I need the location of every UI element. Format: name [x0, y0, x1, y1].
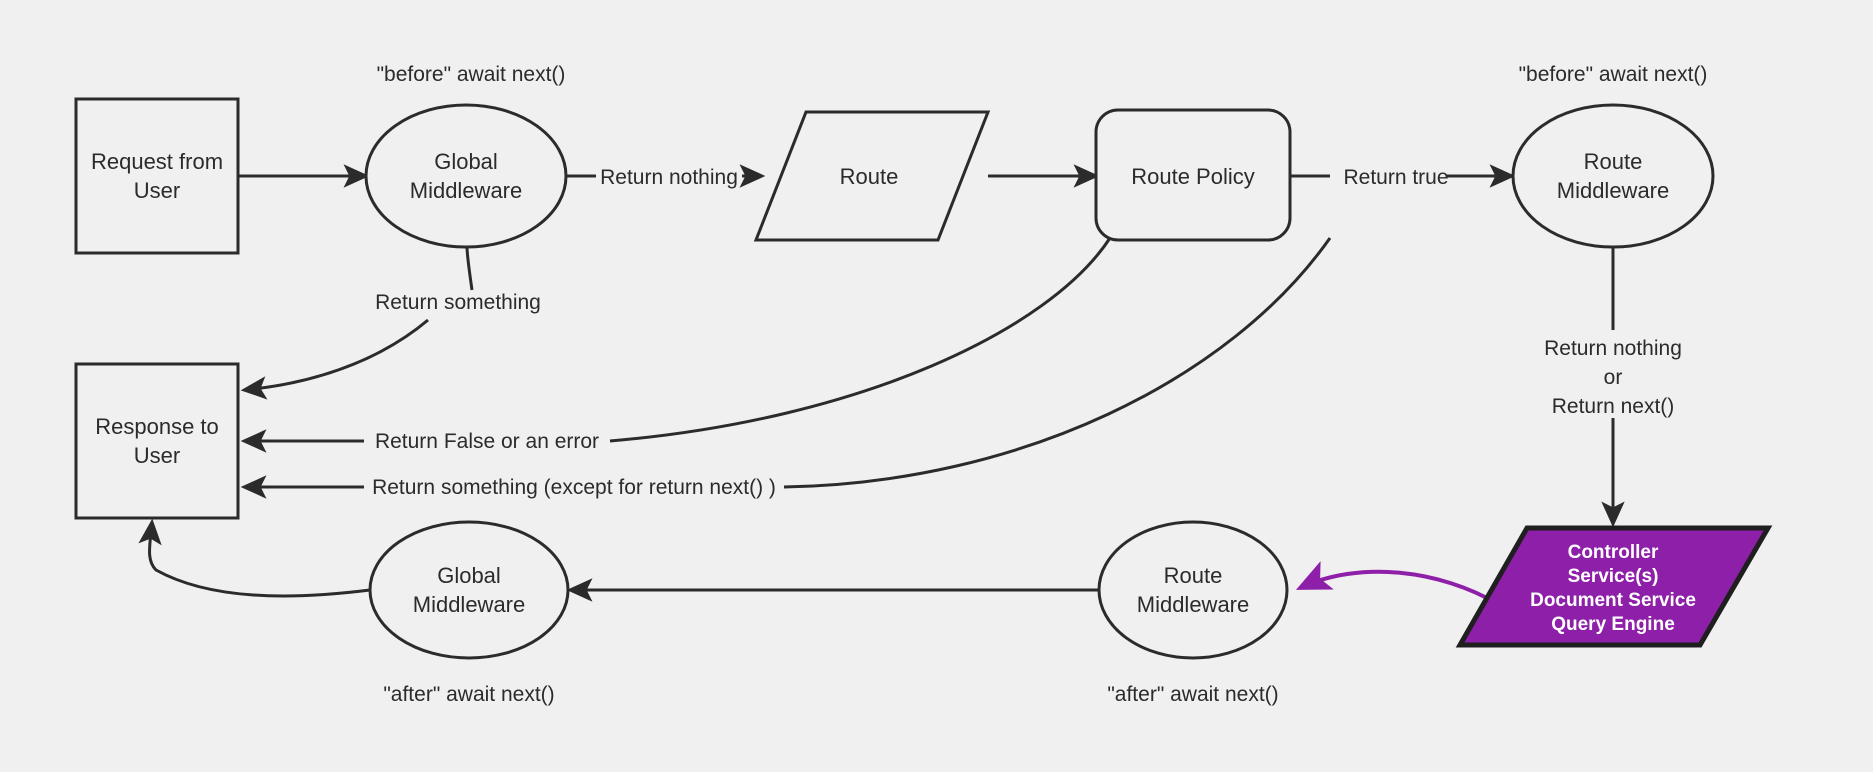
node-global-middleware-before-line2: Middleware: [410, 178, 523, 203]
node-route[interactable]: Route: [753, 110, 991, 242]
node-global-middleware-after-line2: Middleware: [413, 592, 526, 617]
edge-label-return-nothing-or-next-line2: or: [1604, 366, 1623, 389]
edge-controller-to-route-middleware-after: [1295, 561, 1500, 606]
node-request-from-user[interactable]: Request from User: [74, 97, 240, 255]
node-route-label: Route: [840, 164, 899, 189]
node-response-to-user-line2: User: [134, 443, 180, 468]
edge-global-middleware-after-to-response: [138, 518, 371, 598]
edge-label-return-nothing-or-next-line1: Return nothing: [1544, 337, 1682, 360]
node-controller-line3: Document Service: [1530, 590, 1696, 611]
edge-global-middleware-return-something-lower: [240, 318, 429, 400]
node-route-middleware-after-line1: Route: [1164, 563, 1223, 588]
edge-label-return-nothing-or-next-line3: Return next(): [1552, 395, 1675, 418]
edge-label-return-something-except: Return something (except for return next…: [372, 476, 776, 499]
edge-label-return-nothing: Return nothing: [600, 166, 738, 189]
node-global-middleware-before-line1: Global: [434, 149, 498, 174]
node-global-middleware-before[interactable]: Global Middleware: [364, 103, 568, 249]
node-route-policy[interactable]: Route Policy: [1094, 108, 1292, 242]
node-controller-services[interactable]: Controller Service(s) Document Service Q…: [1455, 525, 1773, 648]
node-controller-line4: Query Engine: [1551, 614, 1675, 635]
annotation-before-global-middleware: "before" await next(): [377, 63, 566, 86]
node-route-middleware-before-line1: Route: [1584, 149, 1643, 174]
node-global-middleware-after[interactable]: Global Middleware: [368, 520, 570, 660]
node-response-to-user[interactable]: Response to User: [74, 362, 240, 520]
node-route-middleware-after[interactable]: Route Middleware: [1097, 520, 1289, 660]
edge-route-middleware-return-something-curve: [783, 237, 1332, 489]
node-route-middleware-before-line2: Middleware: [1557, 178, 1670, 203]
annotation-before-route-middleware: "before" await next(): [1519, 63, 1708, 86]
edge-label-return-true: Return true: [1343, 166, 1448, 189]
annotation-after-global-middleware: "after" await next(): [383, 683, 554, 706]
node-controller-line2: Service(s): [1568, 566, 1659, 587]
edge-label-return-false-or-error: Return False or an error: [375, 430, 599, 453]
annotation-after-route-middleware: "after" await next(): [1107, 683, 1278, 706]
node-request-from-user-line1: Request from: [91, 149, 223, 174]
node-controller-line1: Controller: [1568, 542, 1659, 563]
node-response-to-user-line1: Response to: [95, 414, 219, 439]
edge-label-return-something: Return something: [375, 291, 541, 314]
node-route-middleware-after-line2: Middleware: [1137, 592, 1250, 617]
node-route-middleware-before[interactable]: Route Middleware: [1511, 103, 1715, 249]
node-route-policy-label: Route Policy: [1131, 164, 1255, 189]
node-global-middleware-after-line1: Global: [437, 563, 501, 588]
edge-route-policy-return-false-curve: [609, 237, 1112, 443]
node-request-from-user-line2: User: [134, 178, 180, 203]
